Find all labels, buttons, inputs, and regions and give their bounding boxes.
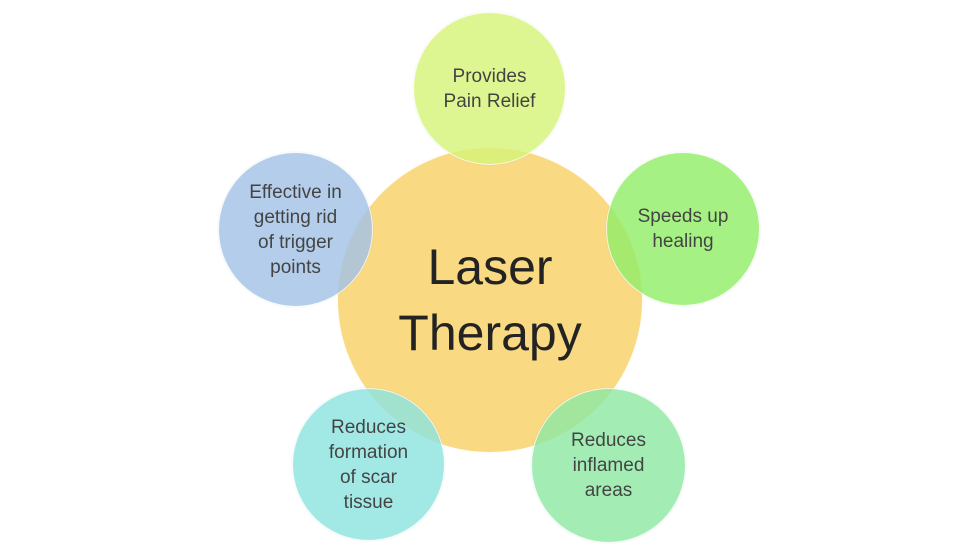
satellite-label: Reduces formation of scar tissue	[328, 416, 409, 513]
satellite-label: Effective in getting rid of trigger poin…	[249, 181, 342, 278]
satellite-speeds-healing: Speeds up healing	[606, 152, 760, 306]
satellite-label: Speeds up healing	[637, 206, 729, 252]
center-label: Laser Therapy	[398, 239, 582, 361]
satellite-reduces-inflamed: Reduces inflamed areas	[531, 388, 686, 543]
satellite-reduces-scar: Reduces formation of scar tissue	[292, 388, 445, 541]
satellite-label: Provides Pain Relief	[443, 65, 536, 112]
satellite-pain-relief: Provides Pain Relief	[413, 12, 566, 165]
satellite-label: Reduces inflamed areas	[571, 430, 646, 501]
satellite-trigger-points: Effective in getting rid of trigger poin…	[218, 152, 373, 307]
